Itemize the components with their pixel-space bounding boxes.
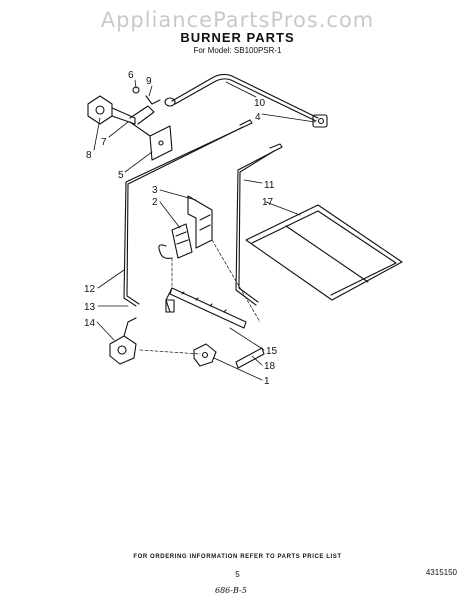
watermark: AppliancePartsPros.com — [100, 8, 375, 32]
burner-tube — [165, 287, 247, 329]
page-number: 5 — [235, 570, 240, 579]
ordering-note: FOR ORDERING INFORMATION REFER TO PARTS … — [133, 554, 342, 560]
bracket-5 — [129, 121, 173, 161]
callout-2: 2 — [152, 197, 158, 208]
valve-assembly — [87, 86, 161, 125]
tube-11 — [123, 119, 253, 307]
part-18 — [235, 347, 265, 369]
callout-10: 10 — [254, 98, 266, 109]
callout-5: 5 — [118, 170, 124, 181]
callout-13: 13 — [84, 302, 96, 313]
callout-14: 14 — [84, 318, 96, 329]
gas-tube-upper — [164, 73, 319, 122]
callout-12: 12 — [84, 284, 96, 295]
document-part-number: 4315150 — [425, 568, 457, 577]
handwritten-code: 686-B-5 — [215, 586, 247, 595]
callout-3: 3 — [152, 185, 158, 196]
orifice-14 — [109, 317, 137, 365]
page-title: BURNER PARTS — [180, 30, 295, 45]
callout-18: 18 — [264, 361, 276, 372]
mounting-bracket-3 — [187, 195, 213, 249]
callout-11: 11 — [264, 180, 275, 191]
tube-17 — [235, 143, 283, 306]
igniter-2 — [158, 223, 193, 259]
callout-1: 1 — [264, 376, 270, 387]
callout-9: 9 — [146, 76, 152, 87]
callout-6: 6 — [128, 70, 134, 81]
model-subtitle: For Model: SB100PSR-1 — [193, 46, 282, 55]
part-1 — [193, 343, 217, 367]
deflector-plate — [245, 204, 403, 301]
callout-7: 7 — [101, 137, 107, 148]
callout-17: 17 — [262, 197, 274, 208]
fitting-4 — [312, 114, 328, 128]
callout-15: 15 — [266, 346, 278, 357]
callout-4: 4 — [255, 112, 261, 123]
callout-8: 8 — [86, 150, 92, 161]
